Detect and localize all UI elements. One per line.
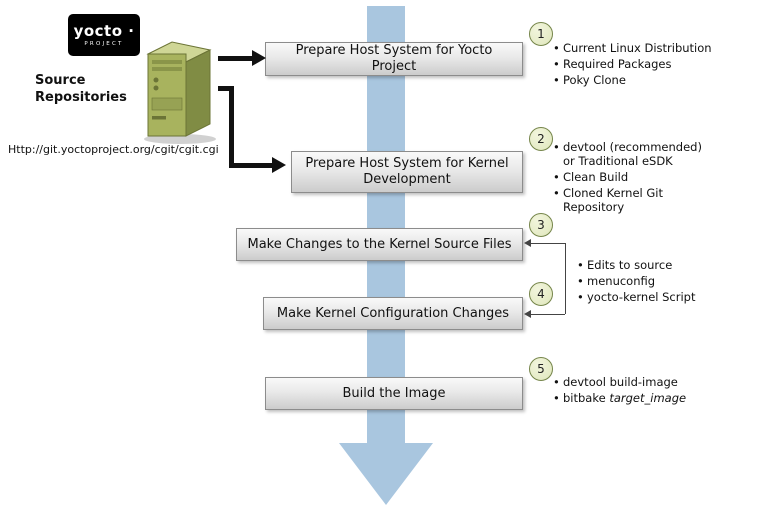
server-drive-slot [152, 60, 182, 64]
yocto-logo-text: yocto · [73, 22, 135, 40]
bracket-steps34-top [531, 243, 565, 244]
server-drive-slot [152, 67, 182, 71]
bullet-item: Required Packages [552, 57, 752, 71]
bullet-item: devtool (recommended) or Traditional eSD… [552, 140, 710, 168]
yocto-logo-tagline: PROJECT [84, 41, 124, 47]
step-box-build-image: Build the Image [265, 377, 523, 410]
bullet-item: bitbake target_image [552, 391, 732, 405]
bracket-steps34-bottom [531, 314, 565, 315]
step-box-make-config-changes: Make Kernel Configuration Changes [263, 297, 523, 330]
bullet-text: bitbake [563, 391, 610, 405]
server-side-face [185, 49, 211, 137]
step-number-badge-5: 5 [529, 357, 553, 381]
step-number-badge-4: 4 [529, 282, 553, 306]
step2-bullet-list: devtool (recommended) or Traditional eSD… [552, 140, 710, 216]
bullet-item: Poky Clone [552, 73, 752, 87]
bracket-arrowhead-step3 [524, 239, 531, 247]
repo-url: Http://git.yoctoproject.org/cgit/cgit.cg… [8, 143, 219, 156]
bullet-item: Edits to source [576, 258, 726, 272]
bullet-item: Current Linux Distribution [552, 41, 752, 55]
bullet-item: devtool build-image [552, 375, 732, 389]
server-led [153, 85, 159, 91]
arrow-server-to-step1-head [252, 50, 266, 66]
server-switch [152, 116, 166, 120]
steps34-shared-bullet-list: Edits to source menuconfig yocto-kernel … [576, 258, 726, 306]
server-front-face [147, 53, 187, 137]
arrow-server-to-step2-stub [218, 86, 234, 91]
step-number-badge-1: 1 [529, 22, 553, 46]
bullet-item: menuconfig [576, 274, 726, 288]
step-number-badge-3: 3 [529, 213, 553, 237]
step1-bullet-list: Current Linux Distribution Required Pack… [552, 41, 752, 89]
arrow-server-to-step2-vertical [229, 86, 234, 168]
server-led [153, 77, 159, 83]
bracket-arrowhead-step4 [524, 310, 531, 318]
bracket-steps34-vertical [565, 243, 566, 314]
step-box-prepare-host-kernel: Prepare Host System for Kernel Developme… [291, 151, 523, 193]
step-box-make-source-changes: Make Changes to the Kernel Source Files [236, 228, 523, 261]
step5-bullet-list: devtool build-image bitbake target_image [552, 375, 732, 407]
bullet-item: yocto-kernel Script [576, 290, 726, 304]
yocto-logo: yocto · PROJECT [68, 14, 140, 56]
bullet-item: Clean Build [552, 170, 710, 184]
bullet-text: devtool build-image [563, 375, 678, 389]
step-box-prepare-host-yocto: Prepare Host System for Yocto Project [265, 42, 523, 76]
step-number-badge-2: 2 [529, 127, 553, 151]
bullet-text-italic: target_image [609, 391, 687, 405]
server-icon [144, 41, 216, 144]
arrow-server-to-step2-horizontal [229, 163, 273, 168]
bullet-item: Cloned Kernel Git Repository [552, 186, 710, 214]
server-vent-panel [151, 97, 183, 111]
arrow-server-to-step2-head [272, 157, 286, 173]
arrow-server-to-step1-shaft [218, 56, 254, 61]
source-repositories-label: Source Repositories [35, 73, 127, 105]
